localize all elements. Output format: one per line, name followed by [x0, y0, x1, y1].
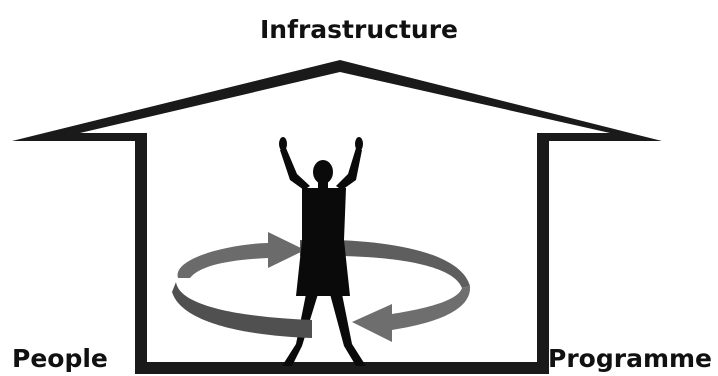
circular-arrows-icon — [172, 137, 470, 366]
floor — [135, 362, 549, 374]
roof — [12, 60, 662, 141]
right-wall — [537, 133, 549, 374]
arrow-lower — [172, 282, 312, 338]
left-wall — [135, 133, 147, 374]
arrow-lower-right — [352, 286, 470, 342]
arrow-upper — [178, 232, 305, 278]
